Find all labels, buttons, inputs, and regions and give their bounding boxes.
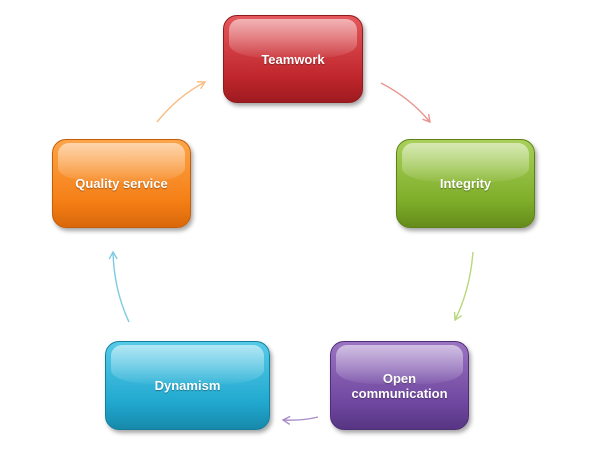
node-teamwork[interactable]: Teamwork xyxy=(223,15,363,103)
node-open-communication-label: Open communication xyxy=(351,370,448,401)
node-open-communication[interactable]: Open communication xyxy=(330,341,469,430)
arrow-dynamism-to-quality xyxy=(108,250,130,323)
arrow-quality-to-teamwork xyxy=(156,80,207,123)
arrow-open-to-dynamism xyxy=(281,415,319,425)
node-integrity-label: Integrity xyxy=(439,176,492,191)
arrow-integrity-to-open xyxy=(453,251,474,322)
arrow-teamwork-to-integrity xyxy=(380,82,431,124)
node-dynamism-label: Dynamism xyxy=(154,378,221,393)
node-integrity[interactable]: Integrity xyxy=(396,139,535,228)
node-teamwork-label: Teamwork xyxy=(261,51,325,67)
node-quality-service-label: Quality service xyxy=(75,176,168,191)
node-dynamism[interactable]: Dynamism xyxy=(105,341,270,430)
node-quality-service[interactable]: Quality service xyxy=(52,139,191,228)
